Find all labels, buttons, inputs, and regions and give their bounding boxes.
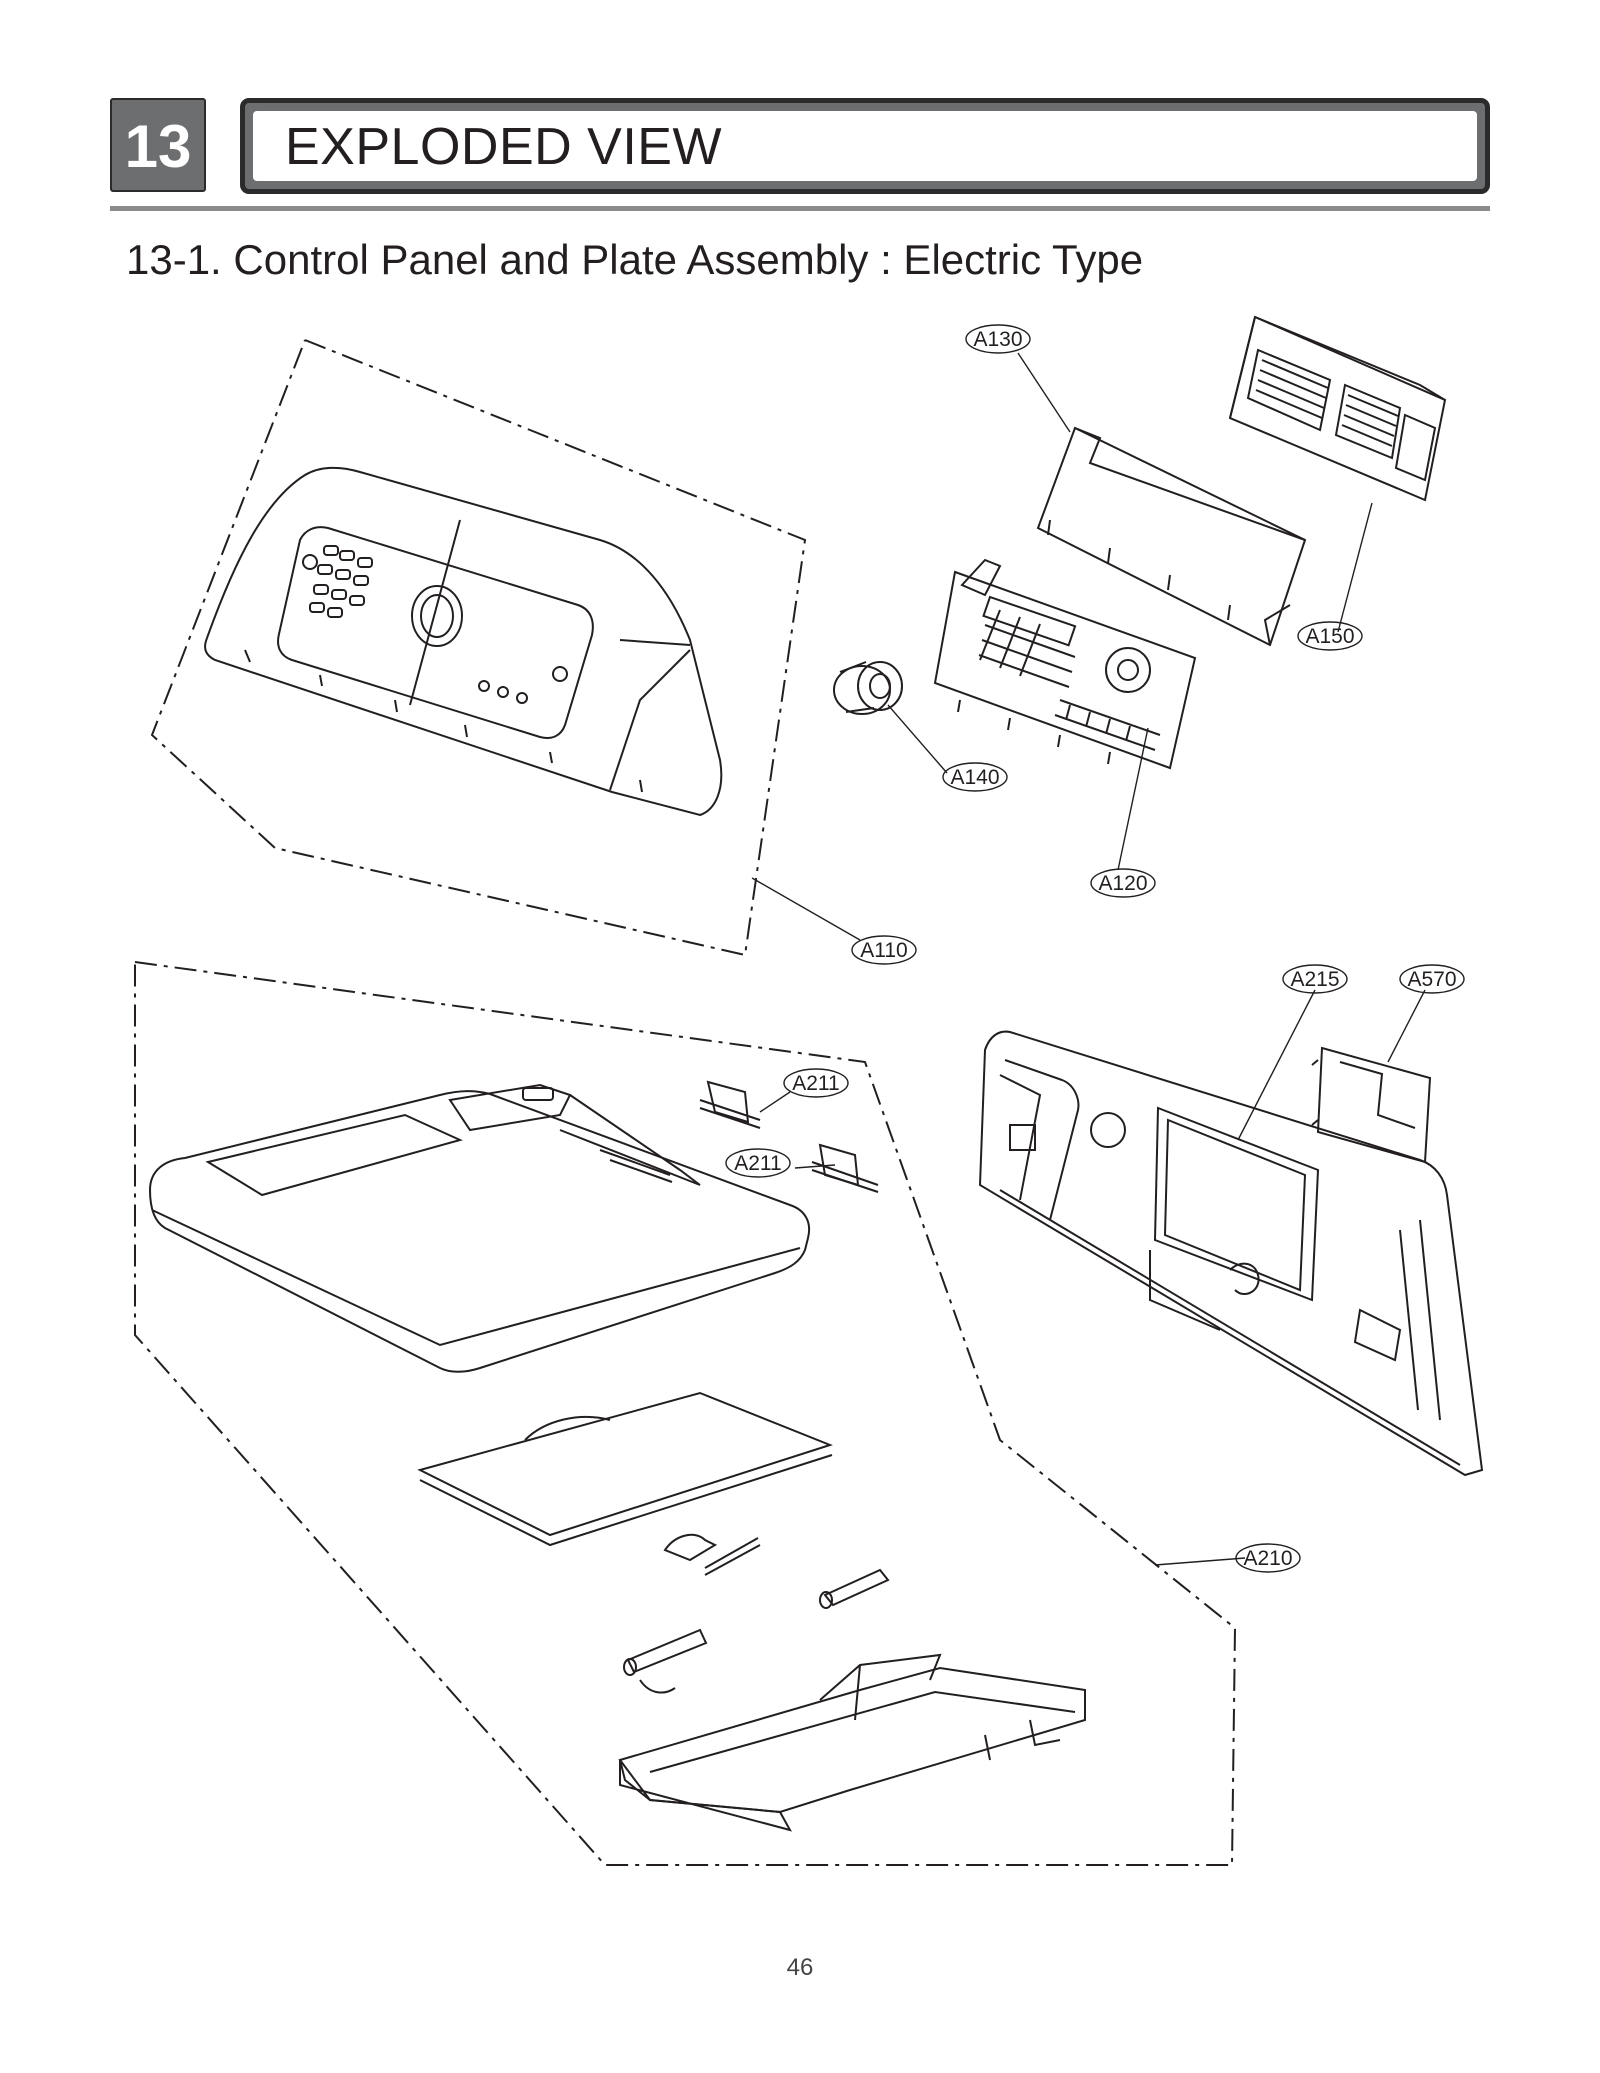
page-number: 46 bbox=[786, 1954, 814, 1981]
plate-group-boundary bbox=[134, 961, 1237, 1866]
hinge-parts bbox=[623, 1533, 890, 1694]
callout-a215: A215 bbox=[1290, 968, 1339, 991]
callout-a140: A140 bbox=[950, 766, 999, 789]
section-title-box: EXPLODED VIEW bbox=[240, 98, 1490, 194]
top-plate-part bbox=[148, 1083, 810, 1373]
section-title: EXPLODED VIEW bbox=[285, 118, 723, 176]
subsection-title: 13-1. Control Panel and Plate Assembly :… bbox=[126, 236, 1144, 283]
callout-a570: A570 bbox=[1407, 968, 1456, 991]
section-number-badge: 13 bbox=[110, 98, 206, 192]
callout-a120: A120 bbox=[1098, 872, 1147, 895]
callout-a211-lower: A211 bbox=[734, 1152, 782, 1175]
clip-parts bbox=[699, 1080, 879, 1193]
header-rule bbox=[110, 206, 1490, 211]
knob-part bbox=[833, 661, 903, 715]
callout-a150: A150 bbox=[1305, 625, 1354, 648]
main-pcb-part bbox=[933, 558, 1197, 770]
control-panel-housing-part bbox=[204, 466, 723, 817]
callout-a210: A210 bbox=[1243, 1547, 1292, 1570]
callout-a110: A110 bbox=[860, 939, 908, 962]
lower-frame-part bbox=[618, 1653, 1086, 1832]
callout-a211-upper: A211 bbox=[792, 1072, 840, 1095]
rear-plate-part bbox=[978, 1030, 1484, 1477]
callout-a130: A130 bbox=[973, 328, 1022, 351]
lid-part bbox=[417, 1391, 833, 1547]
pcb-bracket-part bbox=[1228, 315, 1447, 502]
pcb-cover-part bbox=[1036, 426, 1307, 647]
leader-lines bbox=[751, 352, 1426, 1566]
control-panel-group-boundary bbox=[150, 339, 807, 957]
callout-bubbles bbox=[725, 324, 1465, 1573]
small-cover-part bbox=[1311, 1046, 1432, 1164]
